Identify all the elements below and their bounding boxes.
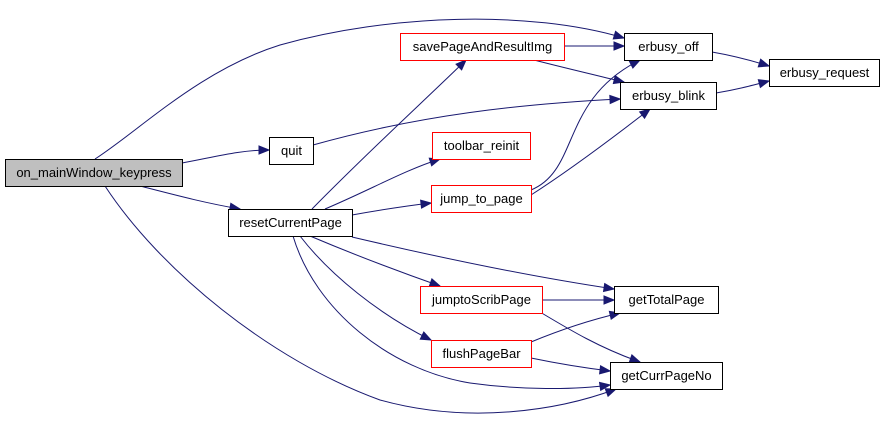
node-resetCurrentPage[interactable]: resetCurrentPage <box>228 209 353 237</box>
edge-resetCurrentPage-to-savePageAndResultImg <box>311 59 467 210</box>
node-box <box>432 132 531 160</box>
arrowhead-icon <box>598 381 612 392</box>
node-label: erbusy_off <box>638 39 699 54</box>
node-label: jump_to_page <box>439 191 522 206</box>
node-label: toolbar_reinit <box>444 138 520 153</box>
node-box <box>431 185 532 213</box>
edge-erbusy_blink-to-erbusy_request <box>715 79 771 94</box>
node-box <box>614 286 719 314</box>
edge-quit-to-erbusy_blink <box>312 94 622 146</box>
node-box <box>269 137 314 165</box>
arrowhead-icon <box>613 41 626 51</box>
node-box <box>5 159 183 187</box>
edge-line <box>533 59 625 83</box>
edge-line <box>94 18 625 160</box>
arrowhead-icon <box>419 331 433 341</box>
node-jumptoScribPage[interactable]: jumptoScribPage <box>420 286 543 314</box>
arrowhead-icon <box>757 58 771 68</box>
arrowhead-icon <box>428 278 442 288</box>
node-box <box>228 209 353 237</box>
node-label: getCurrPageNo <box>621 368 711 383</box>
node-box <box>624 33 713 61</box>
node-box <box>431 340 532 368</box>
edge-line <box>351 202 432 216</box>
arrowhead-icon <box>420 199 433 209</box>
edge-resetCurrentPage-to-getCurrPageNo <box>292 235 612 392</box>
edge-savePageAndResultImg-to-erbusy_blink <box>533 59 626 85</box>
node-label: savePageAndResultImg <box>413 39 552 54</box>
node-on_mainWindow_keypress[interactable]: on_mainWindow_keypress <box>5 159 183 187</box>
arrowhead-icon <box>757 79 771 89</box>
arrowhead-icon <box>599 365 612 375</box>
node-label: quit <box>281 143 302 158</box>
arrowhead-icon <box>638 108 652 120</box>
edge-flushPageBar-to-getTotalPage <box>530 310 622 343</box>
edge-line <box>530 59 641 191</box>
edge-line <box>104 185 617 414</box>
arrowhead-icon <box>258 145 271 155</box>
edge-resetCurrentPage-to-getTotalPage <box>351 236 616 293</box>
edge-jumptoScribPage-to-getTotalPage <box>542 295 616 305</box>
arrowhead-icon <box>603 295 616 305</box>
node-box <box>769 59 880 87</box>
edge-flushPageBar-to-getCurrPageNo <box>530 357 612 375</box>
arrowhead-icon <box>602 282 616 293</box>
edge-resetCurrentPage-to-jumptoScribPage <box>309 235 442 288</box>
node-label: getTotalPage <box>629 292 705 307</box>
edge-line <box>181 149 270 164</box>
node-box <box>610 362 723 390</box>
node-label: erbusy_blink <box>632 88 705 103</box>
edge-line <box>309 235 441 287</box>
node-erbusy_request[interactable]: erbusy_request <box>769 59 880 87</box>
node-label: erbusy_request <box>780 65 870 80</box>
node-label: jumptoScribPage <box>431 292 531 307</box>
edge-erbusy_off-to-erbusy_request <box>711 51 771 68</box>
node-jump_to_page[interactable]: jump_to_page <box>431 185 532 213</box>
edge-on_mainWindow_keypress-to-resetCurrentPage <box>139 185 242 212</box>
edge-jump_to_page-to-erbusy_off <box>530 59 642 191</box>
arrowhead-icon <box>609 94 622 105</box>
edge-line <box>351 236 615 290</box>
arrowhead-icon <box>455 59 467 71</box>
edge-on_mainWindow_keypress-to-quit <box>181 145 271 164</box>
arrowhead-icon <box>612 74 626 85</box>
arrowhead-icon <box>612 30 626 40</box>
edge-line <box>530 357 611 372</box>
edge-jumptoScribPage-to-getCurrPageNo <box>539 311 642 364</box>
arrowhead-icon <box>628 354 642 364</box>
edge-line <box>539 311 641 363</box>
node-label: resetCurrentPage <box>239 215 342 230</box>
edge-line <box>311 59 467 210</box>
node-getCurrPageNo[interactable]: getCurrPageNo <box>610 362 723 390</box>
edge-line <box>299 235 432 341</box>
node-flushPageBar[interactable]: flushPageBar <box>431 340 532 368</box>
node-quit[interactable]: quit <box>269 137 314 165</box>
node-toolbar_reinit[interactable]: toolbar_reinit <box>432 132 531 160</box>
edge-line <box>530 312 621 343</box>
node-label: on_mainWindow_keypress <box>16 165 172 180</box>
edge-line <box>312 98 621 146</box>
node-box <box>620 82 717 110</box>
node-box <box>400 33 565 61</box>
edge-resetCurrentPage-to-flushPageBar <box>299 235 433 341</box>
edge-jump_to_page-to-erbusy_blink <box>530 108 652 196</box>
edge-on_mainWindow_keypress-to-erbusy_off <box>94 18 626 160</box>
edge-savePageAndResultImg-to-erbusy_off <box>564 41 626 51</box>
edge-line <box>324 158 441 210</box>
edge-resetCurrentPage-to-jump_to_page <box>351 199 433 216</box>
node-erbusy_blink[interactable]: erbusy_blink <box>620 82 717 110</box>
node-getTotalPage[interactable]: getTotalPage <box>614 286 719 314</box>
node-box <box>420 286 543 314</box>
arrowhead-icon <box>628 59 642 69</box>
nodes-layer: on_mainWindow_keypress quit resetCurrentPa… <box>5 33 880 390</box>
node-label: flushPageBar <box>442 346 521 361</box>
edges-layer <box>94 18 771 414</box>
edge-line <box>139 185 241 210</box>
node-savePageAndResultImg[interactable]: savePageAndResultImg <box>400 33 565 61</box>
node-erbusy_off[interactable]: erbusy_off <box>624 33 713 61</box>
edge-line <box>530 108 651 196</box>
edge-line <box>292 235 611 390</box>
